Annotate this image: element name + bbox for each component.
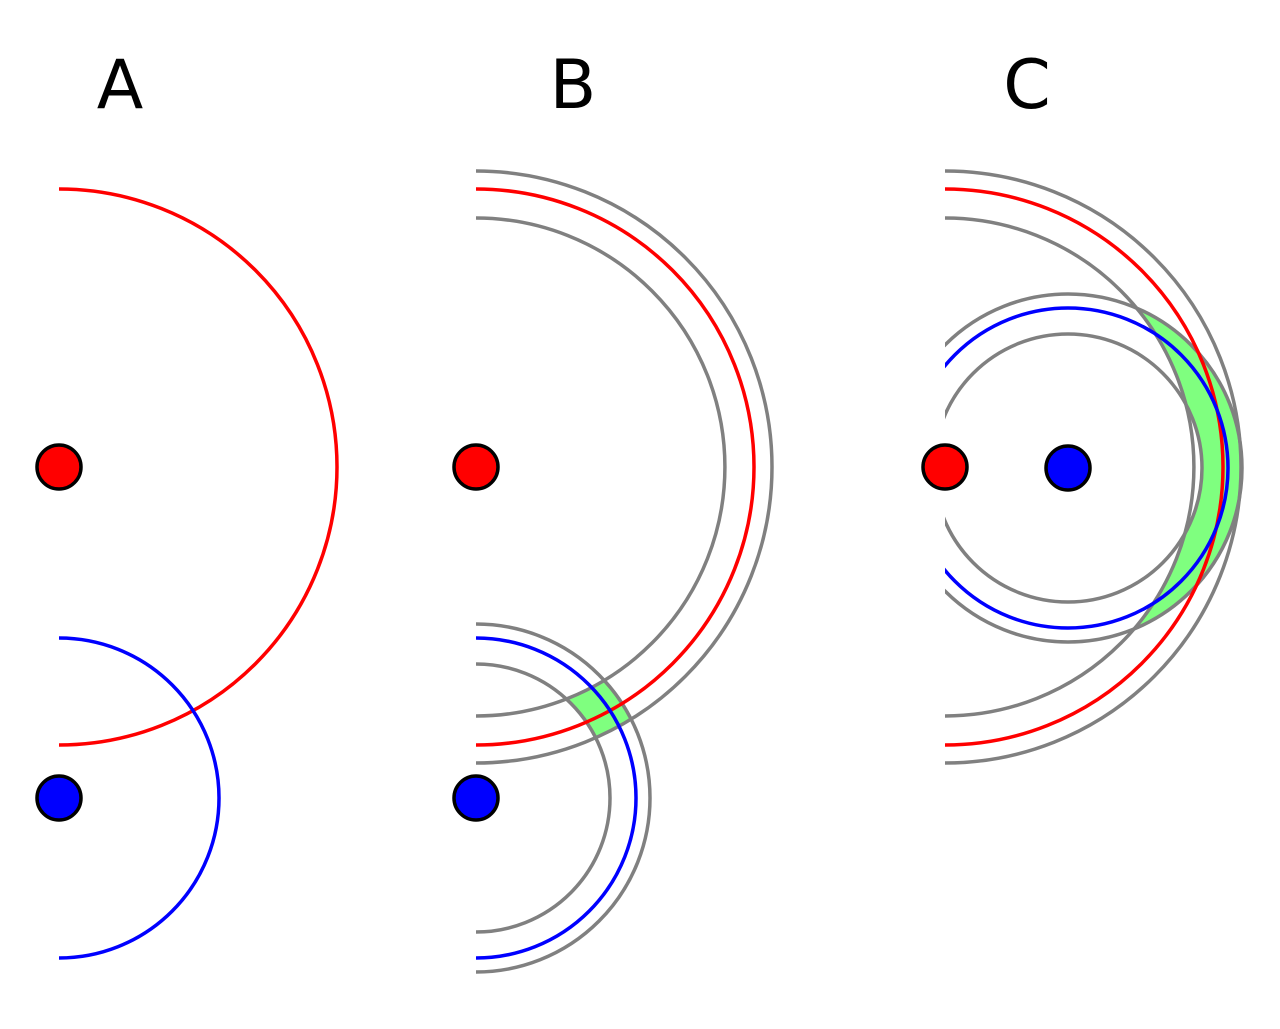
panel-a bbox=[35, 187, 339, 960]
blue-outer-uncertainty-arc bbox=[475, 622, 652, 974]
red-range-arc bbox=[475, 187, 756, 747]
blue-range-arc bbox=[475, 636, 638, 960]
panel-label-c: C bbox=[1003, 46, 1050, 125]
blue-outer-uncertainty-arc bbox=[945, 292, 1244, 644]
red-inner-uncertainty-arc bbox=[944, 216, 1196, 718]
blue-source-dot bbox=[452, 774, 500, 822]
red-source-dot bbox=[921, 443, 969, 491]
blue-range-arc bbox=[945, 306, 1230, 630]
panel-b bbox=[452, 169, 774, 974]
blue-range-arc bbox=[58, 636, 221, 960]
blue-inner-uncertainty-arc bbox=[945, 332, 1204, 604]
blue-inner-uncertainty-arc bbox=[475, 662, 612, 934]
red-range-arc bbox=[944, 187, 1225, 747]
panel-c bbox=[921, 169, 1244, 765]
blue-source-dot bbox=[1044, 444, 1092, 492]
blue-source-dot bbox=[35, 774, 83, 822]
red-source-dot bbox=[452, 443, 500, 491]
panel-label-a: A bbox=[97, 46, 144, 125]
red-source-dot bbox=[35, 443, 83, 491]
panel-label-b: B bbox=[550, 46, 597, 125]
red-outer-uncertainty-arc bbox=[475, 169, 774, 765]
red-outer-uncertainty-arc bbox=[944, 169, 1243, 765]
red-range-arc bbox=[58, 187, 339, 747]
